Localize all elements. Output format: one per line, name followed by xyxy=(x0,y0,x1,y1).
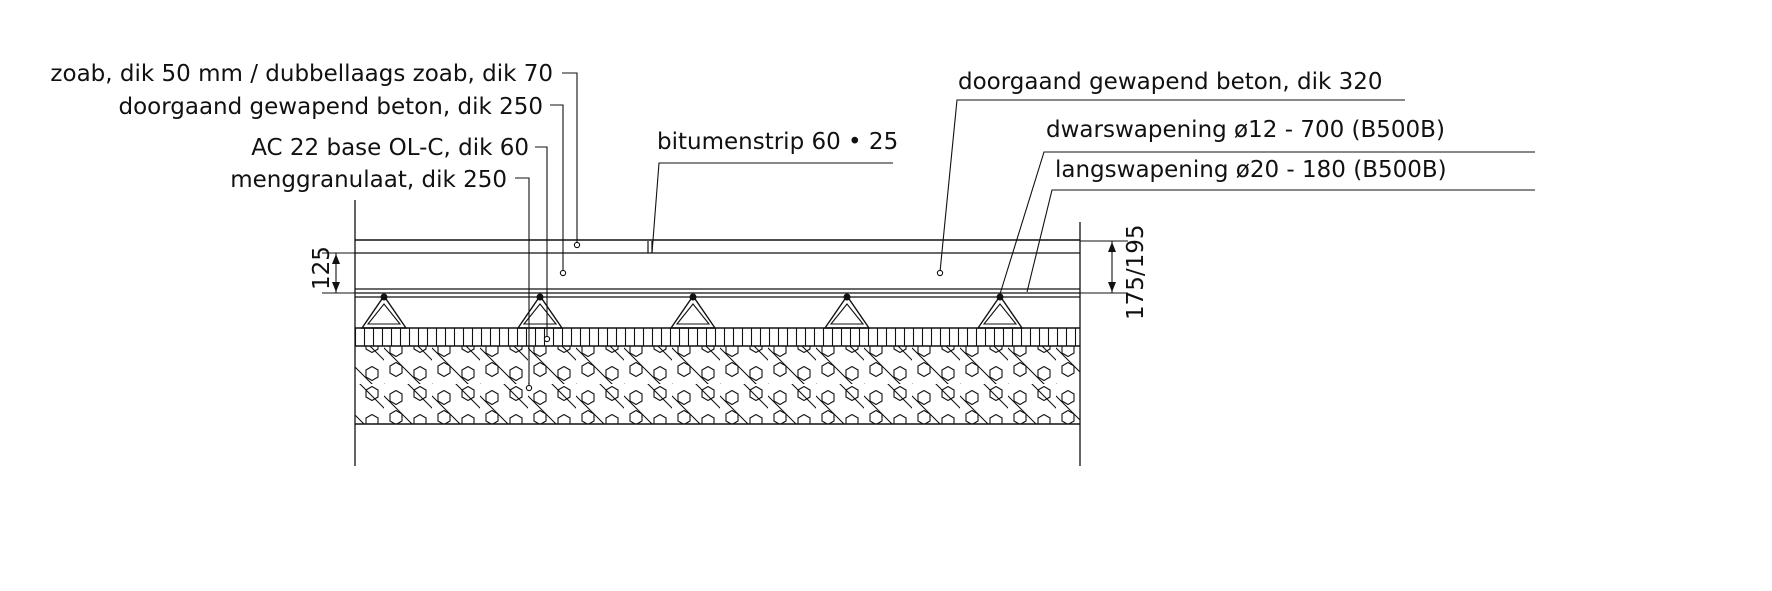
chair xyxy=(976,293,1024,329)
leader-beton-320 xyxy=(936,99,1405,277)
chair xyxy=(360,293,408,329)
zoab-layer xyxy=(355,239,1080,254)
leader-zoab xyxy=(562,72,581,249)
dimension-left-label: 125 xyxy=(309,246,335,290)
dimension-left xyxy=(322,252,355,294)
label-menggranulaat: menggranulaat, dik 250 xyxy=(230,167,507,193)
label-zoab: zoab, dik 50 mm / dubbellaags zoab, dik … xyxy=(50,61,553,87)
dimension-right-label: 175/195 xyxy=(1123,224,1149,320)
leader-dwarswapening xyxy=(999,151,1535,295)
leader-menggranulaat xyxy=(515,177,533,392)
ac22-layer xyxy=(355,327,1080,347)
label-beton-250: doorgaand gewapend beton, dik 250 xyxy=(118,94,543,120)
label-ac22: AC 22 base OL-C, dik 60 xyxy=(251,135,529,161)
concrete-slab xyxy=(355,288,1080,298)
label-beton-320: doorgaand gewapend beton, dik 320 xyxy=(958,69,1383,95)
chair xyxy=(516,293,564,329)
reinforcement-chairs xyxy=(360,293,1024,329)
chair xyxy=(669,293,717,329)
chair xyxy=(823,293,871,329)
label-bitumenstrip: bitumenstrip 60 • 25 xyxy=(657,129,898,155)
dimension-right xyxy=(1080,240,1128,294)
menggranulaat-layer xyxy=(355,346,1080,425)
leader-langswapening xyxy=(1026,189,1535,293)
label-langswapening: langswapening ø20 - 180 (B500B) xyxy=(1055,157,1447,183)
bitumenstrip-mark xyxy=(647,241,653,253)
leader-bitumenstrip xyxy=(651,162,893,254)
leader-beton-250 xyxy=(550,104,567,277)
leader-ac22 xyxy=(535,146,551,343)
label-dwarswapening: dwarswapening ø12 - 700 (B500B) xyxy=(1046,117,1445,143)
